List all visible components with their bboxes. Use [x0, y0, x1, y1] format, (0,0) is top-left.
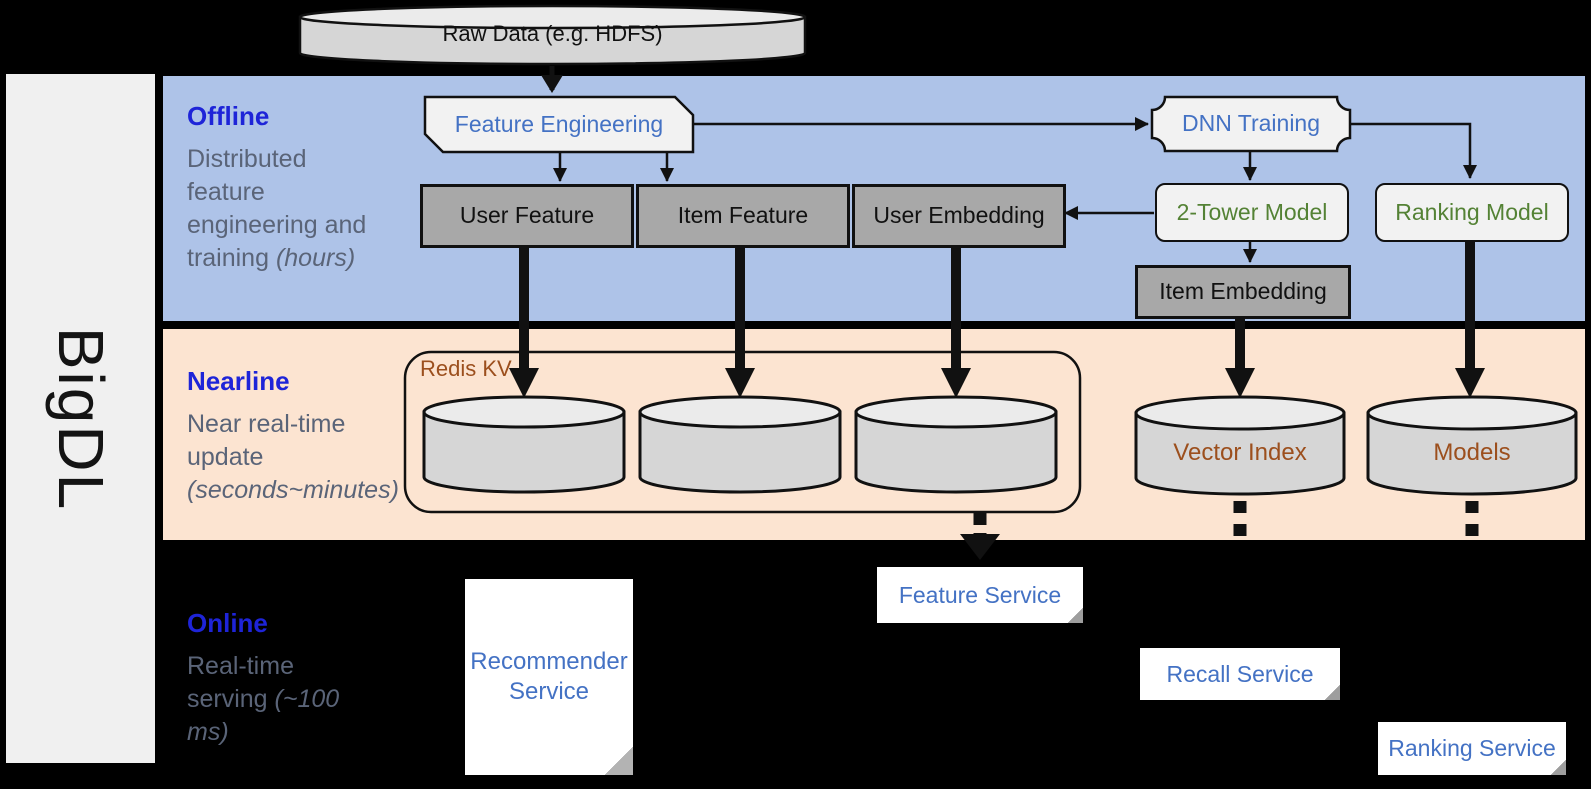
recall-service-box: Recall Service [1140, 648, 1340, 700]
arrow-userfeature-to-redis [509, 242, 539, 398]
folded-corner-icon [1551, 760, 1566, 775]
two-tower-model-box: 2-Tower Model [1155, 183, 1349, 242]
feature-engineering-shape [423, 95, 695, 154]
redis-kv-label: Redis KV [420, 356, 512, 381]
bigdl-sidebar: BigDL [6, 74, 155, 763]
offline-duration: (hours) [275, 244, 356, 272]
recall-service-paper [1140, 648, 1340, 700]
ranking-service-label: Ranking Service [1388, 735, 1556, 762]
dnn-training-label: DNN Training [1181, 110, 1321, 137]
redis-cylinder-1 [422, 395, 626, 494]
folded-corner-icon [1325, 685, 1340, 700]
vector-index-label: Vector Index [1173, 438, 1307, 466]
feature-service-paper [877, 567, 1083, 623]
feature-engineering-label: Feature Engineering [454, 110, 664, 137]
redis-cylinder-2 [638, 395, 842, 494]
arrow-userembedding-to-redis [941, 242, 971, 398]
vector-index-cylinder [1134, 395, 1346, 496]
ranking-service-box: Ranking Service [1378, 722, 1566, 775]
item-feature-box: Item Feature [636, 184, 850, 248]
feature-service-label: Feature Service [898, 581, 1062, 608]
folded-corner-icon [605, 747, 633, 775]
models-label: Models [1433, 438, 1511, 466]
ranking-model-box: Ranking Model [1375, 183, 1569, 242]
arrow-itemembedding-to-vectorindex [1225, 312, 1255, 398]
nearline-duration: (seconds~minutes) [187, 476, 399, 504]
models-cylinder [1366, 395, 1578, 496]
recommender-service-doc: Recommender Service [465, 579, 633, 775]
dnn-training-shape [1150, 95, 1352, 153]
redis-cylinder-3 [854, 395, 1058, 494]
offline-section-description: Distributed feature engineering and trai… [187, 145, 367, 272]
online-section-description: Real-time serving (~100 ms) [187, 652, 340, 746]
nearline-section-description: Near real-time update (seconds~minutes) [187, 410, 399, 504]
raw-data-label: Raw Data (e.g. HDFS) [442, 20, 663, 46]
item-embedding-box: Item Embedding [1135, 265, 1351, 319]
recommender-service-label: Recommender Service [470, 648, 628, 705]
arrow-dnn-to-rankingmodel [1350, 122, 1477, 179]
folded-corner-icon [1068, 608, 1083, 623]
raw-data-cylinder [298, 4, 807, 66]
feature-service-box: Feature Service [877, 567, 1083, 623]
nearline-section-label: Nearline [187, 366, 290, 396]
user-embedding-box: User Embedding [852, 184, 1066, 248]
dashed-arrow-redis-to-featureservice [960, 513, 1000, 560]
arrow-rankingmodel-to-models [1455, 238, 1485, 398]
user-feature-box: User Feature [420, 184, 634, 248]
arrow-itemfeature-to-redis [725, 242, 755, 398]
offline-section-label: Offline [187, 101, 270, 131]
online-duration: (~100 ms) [187, 685, 340, 746]
recall-service-label: Recall Service [1166, 660, 1314, 687]
recommender-service-paper [465, 579, 633, 775]
online-section-label: Online [187, 608, 268, 638]
ranking-service-paper [1378, 722, 1566, 775]
